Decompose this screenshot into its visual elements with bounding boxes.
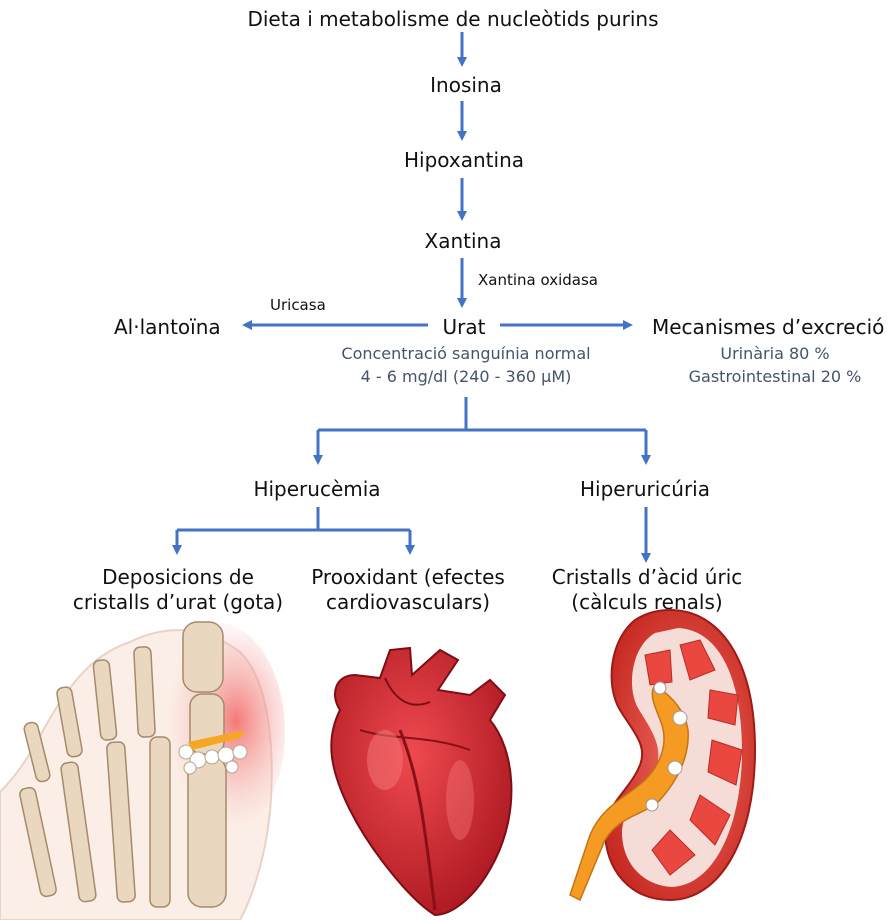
enzyme-uricasa: Uricasa [270, 296, 326, 314]
node-excrecio: Mecanismes d’excreció [652, 315, 884, 339]
node-inosina: Inosina [430, 73, 502, 97]
concentration-line-1: Concentració sanguínia normal [341, 343, 590, 365]
node-hiperucemia: Hiperucèmia [253, 477, 380, 501]
concentration-line-2: 4 - 6 mg/dl (240 - 360 µM) [361, 366, 572, 388]
excretion-urinary: Urinària 80 % [720, 343, 829, 365]
node-diet: Dieta i metabolisme de nucleòtids purins [247, 7, 658, 31]
outcome-prooxidant-line-2: cardiovasculars) [311, 590, 505, 615]
outcome-gota-line-1: Deposicions de [73, 565, 283, 590]
enzyme-xantina-oxidasa: Xantina oxidasa [478, 271, 598, 289]
outcome-gota: Deposicions de cristalls d’urat (gota) [73, 565, 283, 615]
connector-hiperucemia-split [177, 507, 410, 530]
node-hipoxantina: Hipoxantina [404, 148, 524, 172]
heart-icon [300, 640, 525, 920]
node-hiperuricuria: Hiperuricúria [580, 477, 710, 501]
outcome-prooxidant: Prooxidant (efectes cardiovasculars) [311, 565, 505, 615]
kidney-stone-icon [560, 600, 760, 905]
outcome-calculs-line-1: Cristalls d’àcid úric [552, 565, 743, 590]
outcome-prooxidant-line-1: Prooxidant (efectes [311, 565, 505, 590]
node-xantina: Xantina [425, 229, 502, 253]
node-urat: Urat [443, 315, 486, 339]
node-alantoina: Al·lantoïna [114, 315, 221, 339]
foot-gout-icon [0, 612, 290, 920]
excretion-gastro: Gastrointestinal 20 % [689, 366, 862, 388]
